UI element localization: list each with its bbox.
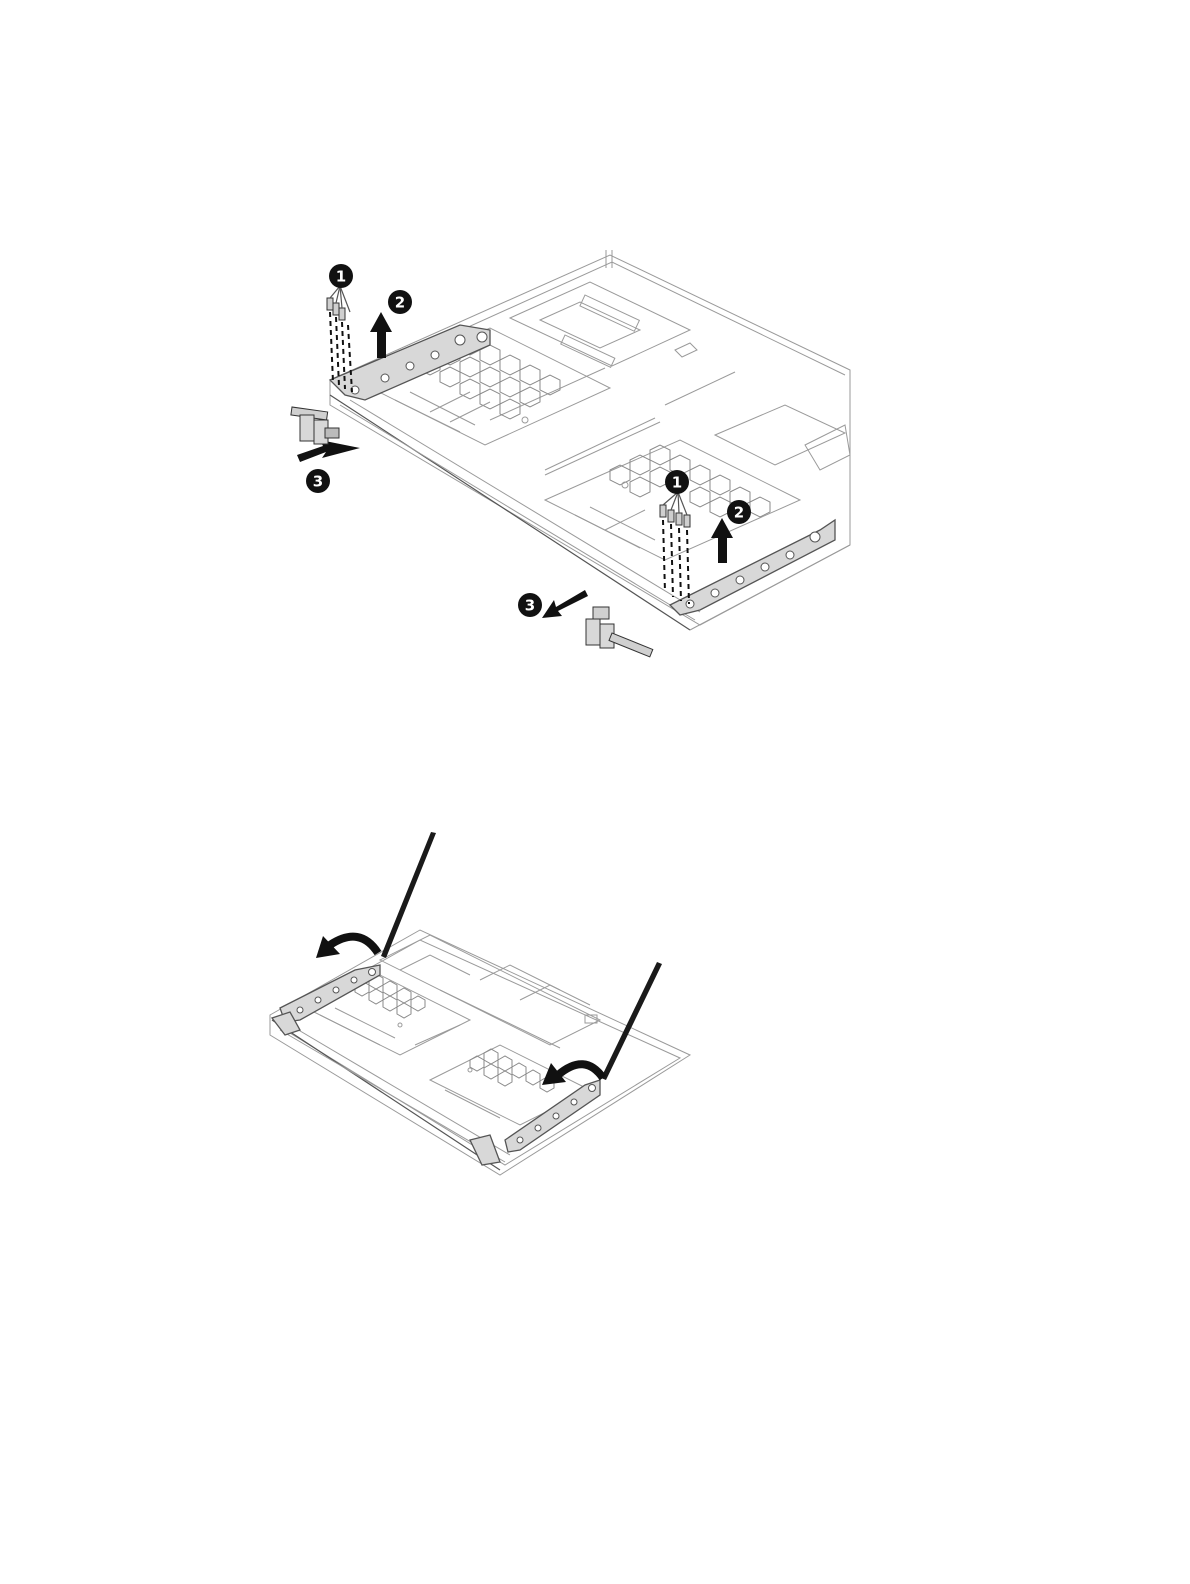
hinge-removal-illustration: 1 2 3 1 2 3 <box>0 0 1190 720</box>
svg-text:2: 2 <box>734 504 744 522</box>
callout-1-left: 1 <box>329 264 353 288</box>
left-hinge-bracket <box>272 965 380 1035</box>
callout-3-left: 3 <box>306 469 330 493</box>
hinge-removal-drawing: 1 2 3 1 2 3 <box>0 0 1190 720</box>
right-hinge-bracket <box>670 520 835 615</box>
svg-text:2: 2 <box>395 294 405 312</box>
curved-arrow-icon <box>316 936 378 958</box>
pry-tool-icon <box>601 962 662 1080</box>
left-hinge-bracket <box>330 325 490 400</box>
callout-1-right: 1 <box>665 470 689 494</box>
right-hinge-bracket <box>470 1080 600 1165</box>
svg-text:1: 1 <box>672 474 682 492</box>
right-screws <box>660 492 690 604</box>
left-grille <box>300 970 470 1055</box>
arrow-icon <box>711 518 733 563</box>
arrow-icon <box>542 590 588 618</box>
hinge-icon <box>586 607 653 657</box>
screw-icon <box>660 505 690 527</box>
hinge-icon <box>291 407 339 444</box>
hinge-rotation-drawing <box>0 790 1190 1210</box>
callout-3-right: 3 <box>518 593 542 617</box>
callout-2-left: 2 <box>388 290 412 314</box>
arrow-icon <box>370 312 392 358</box>
svg-text:3: 3 <box>313 473 323 491</box>
svg-text:1: 1 <box>336 268 346 286</box>
hinge-rotation-illustration <box>0 790 1190 1210</box>
callout-2-right: 2 <box>727 500 751 524</box>
svg-text:3: 3 <box>525 597 535 615</box>
pry-tool-icon <box>381 832 436 958</box>
